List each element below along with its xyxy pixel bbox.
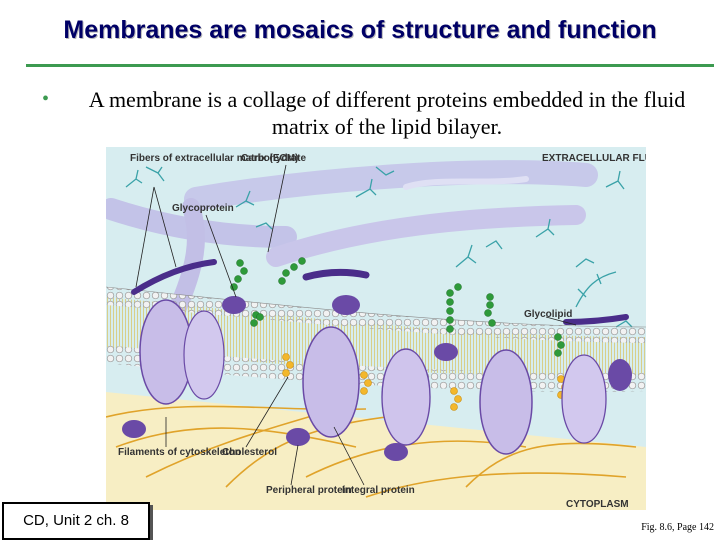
label-fibers-ecm: Fibers of extracellular matrix (ECM) (130, 153, 298, 164)
label-leader-lines (135, 164, 577, 486)
figure-caption: Fig. 8.6, Page 142 (641, 522, 714, 533)
label-extracellular-fluid: EXTRACELLULAR FLUID (542, 153, 646, 164)
bullet-text: A membrane is a collage of different pro… (88, 87, 686, 139)
label-cytoplasm: CYTOPLASM (566, 499, 629, 510)
label-filaments-cytoskeleton: Filaments of cytoskeleton (118, 447, 241, 458)
carbohydrate-branches (125, 166, 633, 328)
glycoprotein-chains (230, 257, 565, 357)
bullet-point: • A membrane is a collage of different p… (42, 86, 702, 140)
peripheral-proteins (122, 259, 632, 461)
label-carbohydrate: Carbohydrate (241, 153, 306, 164)
integral-proteins (139, 299, 607, 455)
bullet-icon: • (42, 88, 50, 110)
label-integral-protein: Integral protein (342, 485, 415, 496)
slide-title: Membranes are mosaics of structure and f… (63, 16, 657, 44)
membrane-diagram: Fibers of extracellular matrix (ECM) Car… (106, 147, 646, 510)
label-glycoprotein: Glycoprotein (172, 203, 234, 214)
title-divider (26, 64, 714, 67)
membrane-figure: Fibers of extracellular matrix (ECM) Car… (106, 147, 646, 510)
unit-label-box: CD, Unit 2 ch. 8 (2, 502, 150, 540)
label-cholesterol: Cholesterol (222, 447, 277, 458)
figure-labels: Fibers of extracellular matrix (ECM) Car… (118, 153, 646, 510)
label-peripheral-protein: Peripheral protein (266, 485, 352, 496)
label-glycolipid: Glycolipid (524, 309, 572, 320)
